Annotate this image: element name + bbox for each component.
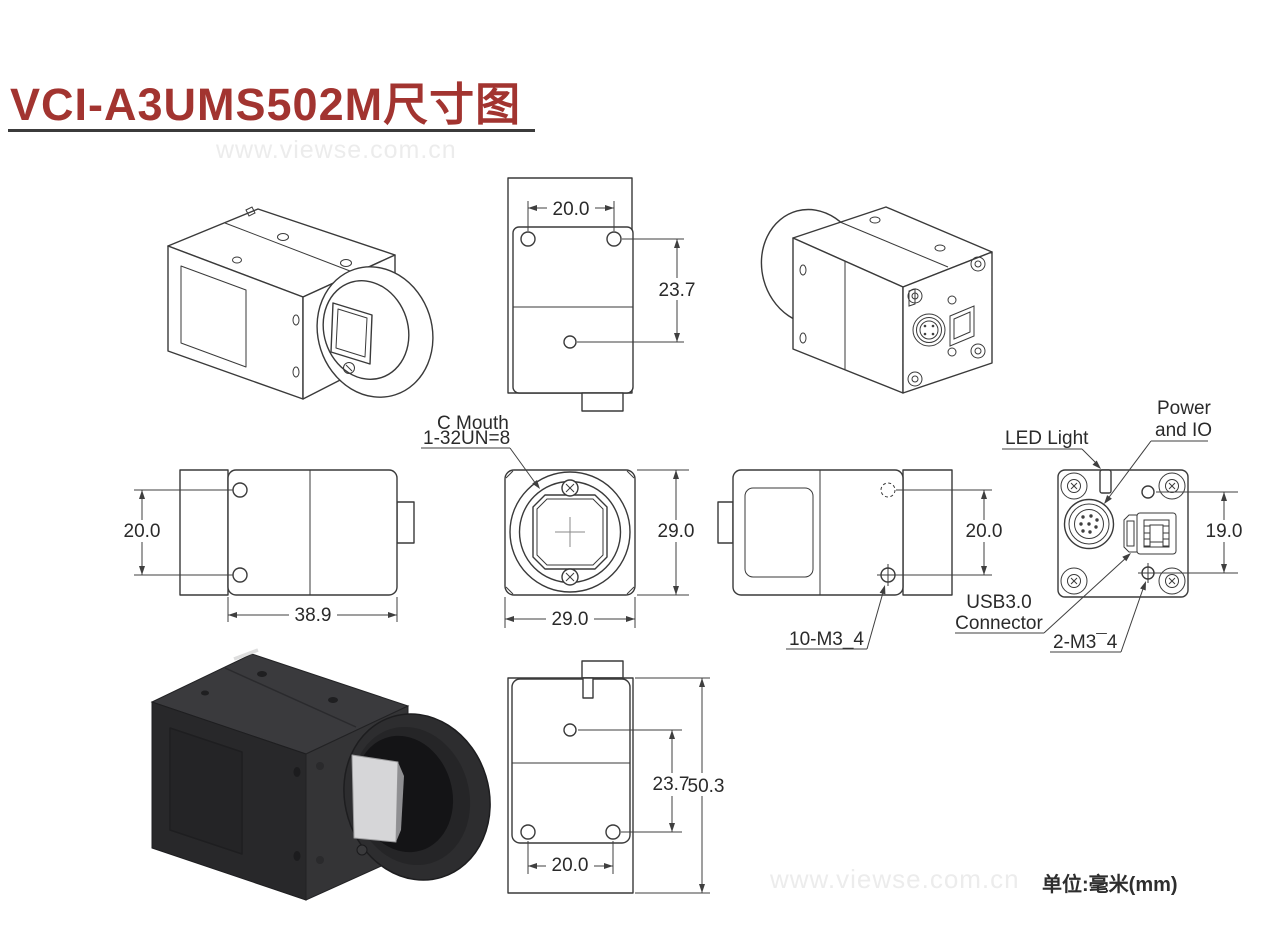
usb-label-line1: USB3.0: [966, 592, 1031, 613]
dim-text: 20.0: [966, 521, 1003, 542]
thread-callout-side: 10-M3_4: [786, 585, 886, 650]
dim-hole-spacing-side-left: 20.0: [118, 489, 233, 576]
dim-text: 29.0: [552, 609, 589, 630]
power-io-connector: [1063, 498, 1115, 550]
sensor-window: [351, 754, 399, 843]
dim-hole-offset-top: 23.7: [577, 238, 701, 343]
product-photo-render: [150, 648, 491, 901]
led-label: LED Light: [1005, 428, 1089, 449]
unit-label: 单位:毫米(mm): [1042, 874, 1178, 896]
camera-body-outline-rear: [792, 206, 993, 394]
led-light-slot: [1099, 469, 1112, 494]
dim-hole-spacing-side-right: 20.0: [896, 489, 1008, 576]
watermark-top: www.viewse.com.cn: [216, 136, 457, 164]
dim-text: 20.0: [553, 199, 590, 220]
power-io-callout: Power and IO: [1104, 398, 1212, 504]
usb-label-line2: Connector: [955, 613, 1043, 634]
rear-thread-label: 2-M3¯4: [1053, 632, 1118, 653]
watermark-bottom: www.viewse.com.cn: [770, 864, 1020, 894]
side-view-left-drawing: 20.0 38.9: [118, 469, 415, 626]
side-right-outline: [717, 469, 953, 596]
rear-face-details-iso: [907, 256, 986, 387]
camera-body-outline: [167, 206, 396, 400]
power-label-line2: and IO: [1155, 420, 1212, 441]
c-mount-ring-iso: [316, 266, 434, 398]
corner-screws: [1060, 472, 1186, 595]
title-divider: [8, 129, 535, 132]
dim-text: 23.7: [653, 774, 690, 795]
dim-text: 29.0: [658, 521, 695, 542]
usb3-connector: [1123, 512, 1177, 555]
dim-rear-hole-spacing: 19.0: [1156, 491, 1248, 574]
thread-label: 10-M3_4: [789, 629, 864, 650]
bottom-outline: [507, 660, 634, 894]
rear-outline: [1057, 469, 1189, 598]
dim-body-length: 38.9: [227, 597, 398, 626]
dim-text: 20.0: [124, 521, 161, 542]
power-label-line1: Power: [1157, 398, 1212, 419]
isometric-front-view-drawing: [167, 206, 434, 400]
c-mount-label-line1: C Mouth: [437, 413, 509, 434]
dim-text: 50.3: [688, 776, 725, 797]
dim-front-width: 29.0: [504, 597, 636, 630]
c-mount-ring: [509, 471, 631, 593]
dim-text: 20.0: [552, 855, 589, 876]
camera-photo: [150, 648, 491, 901]
c-mount-label-line2: 1-32UN=8: [423, 428, 510, 449]
dim-text: 38.9: [295, 605, 332, 626]
usb3-callout: USB3.0 Connector: [955, 553, 1131, 634]
dim-text: 23.7: [659, 280, 696, 301]
rear-view-drawing: 19.0 LED Light Power and IO USB3.0 Conne…: [955, 398, 1248, 653]
c-mount-label: C Mouth 1-32UN=8: [421, 413, 540, 489]
rear-thread-callout: 2-M3¯4: [1050, 581, 1146, 653]
side-view-right-drawing: 20.0 10-M3_4: [717, 469, 1008, 650]
bottom-view-drawing: 23.7 50.3 20.0: [507, 660, 725, 894]
side-left-outline: [179, 469, 415, 596]
isometric-rear-view-drawing: [760, 206, 993, 394]
page-title: VCI-A3UMS502M尺寸图: [10, 79, 522, 130]
front-view-drawing: C Mouth 1-32UN=8 29.0 29.0: [421, 413, 700, 630]
dim-text: 19.0: [1206, 521, 1243, 542]
dim-hole-spacing-top: 20.0: [527, 198, 615, 231]
dim-front-height: 29.0: [637, 469, 700, 596]
led-light-callout: LED Light: [1002, 428, 1101, 469]
dim-bottom-hole-spacing: 20.0: [527, 841, 614, 876]
rear-thread-holes: [1138, 485, 1158, 583]
top-view-drawing: 20.0 23.7: [507, 177, 701, 412]
